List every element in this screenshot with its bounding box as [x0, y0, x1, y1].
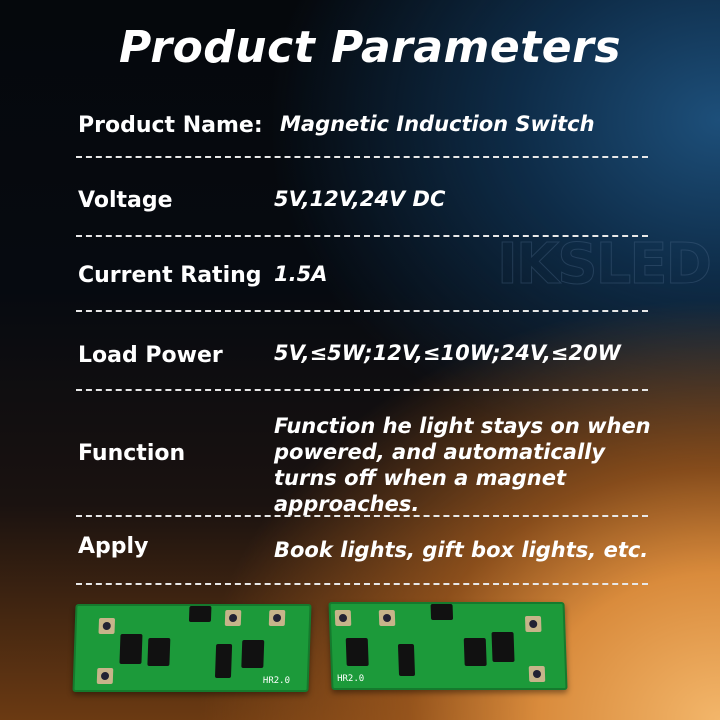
param-value-current-rating: 1.5A [274, 262, 328, 286]
watermark-logo: IKSLED [497, 232, 713, 298]
param-value-load-power: 5V,≤5W;12V,≤10W;24V,≤20W [274, 341, 621, 365]
param-label-current-rating: Current Rating [78, 263, 262, 288]
param-value-function: Function he light stays on when powered,… [274, 414, 651, 516]
divider [76, 235, 648, 237]
param-label-function: Function [78, 441, 186, 466]
param-label-product-name: Product Name: [78, 113, 263, 138]
divider [76, 156, 648, 158]
param-label-apply: Apply [78, 534, 149, 559]
divider [76, 310, 648, 312]
pcb-board-image: HR2.0 [328, 602, 568, 690]
pcb-board-image: HR2.0 [72, 604, 312, 692]
pcb-marking: HR2.0 [336, 674, 365, 684]
param-value-apply: Book lights, gift box lights, etc. [274, 538, 649, 562]
param-value-voltage: 5V,12V,24V DC [274, 187, 446, 211]
divider [76, 389, 648, 391]
page-title: Product Parameters [118, 22, 622, 73]
param-value-product-name: Magnetic Induction Switch [280, 112, 595, 136]
divider [76, 515, 648, 517]
pcb-marking: HR2.0 [262, 676, 291, 686]
divider [76, 583, 648, 585]
param-label-load-power: Load Power [78, 343, 223, 368]
param-label-voltage: Voltage [78, 188, 173, 213]
